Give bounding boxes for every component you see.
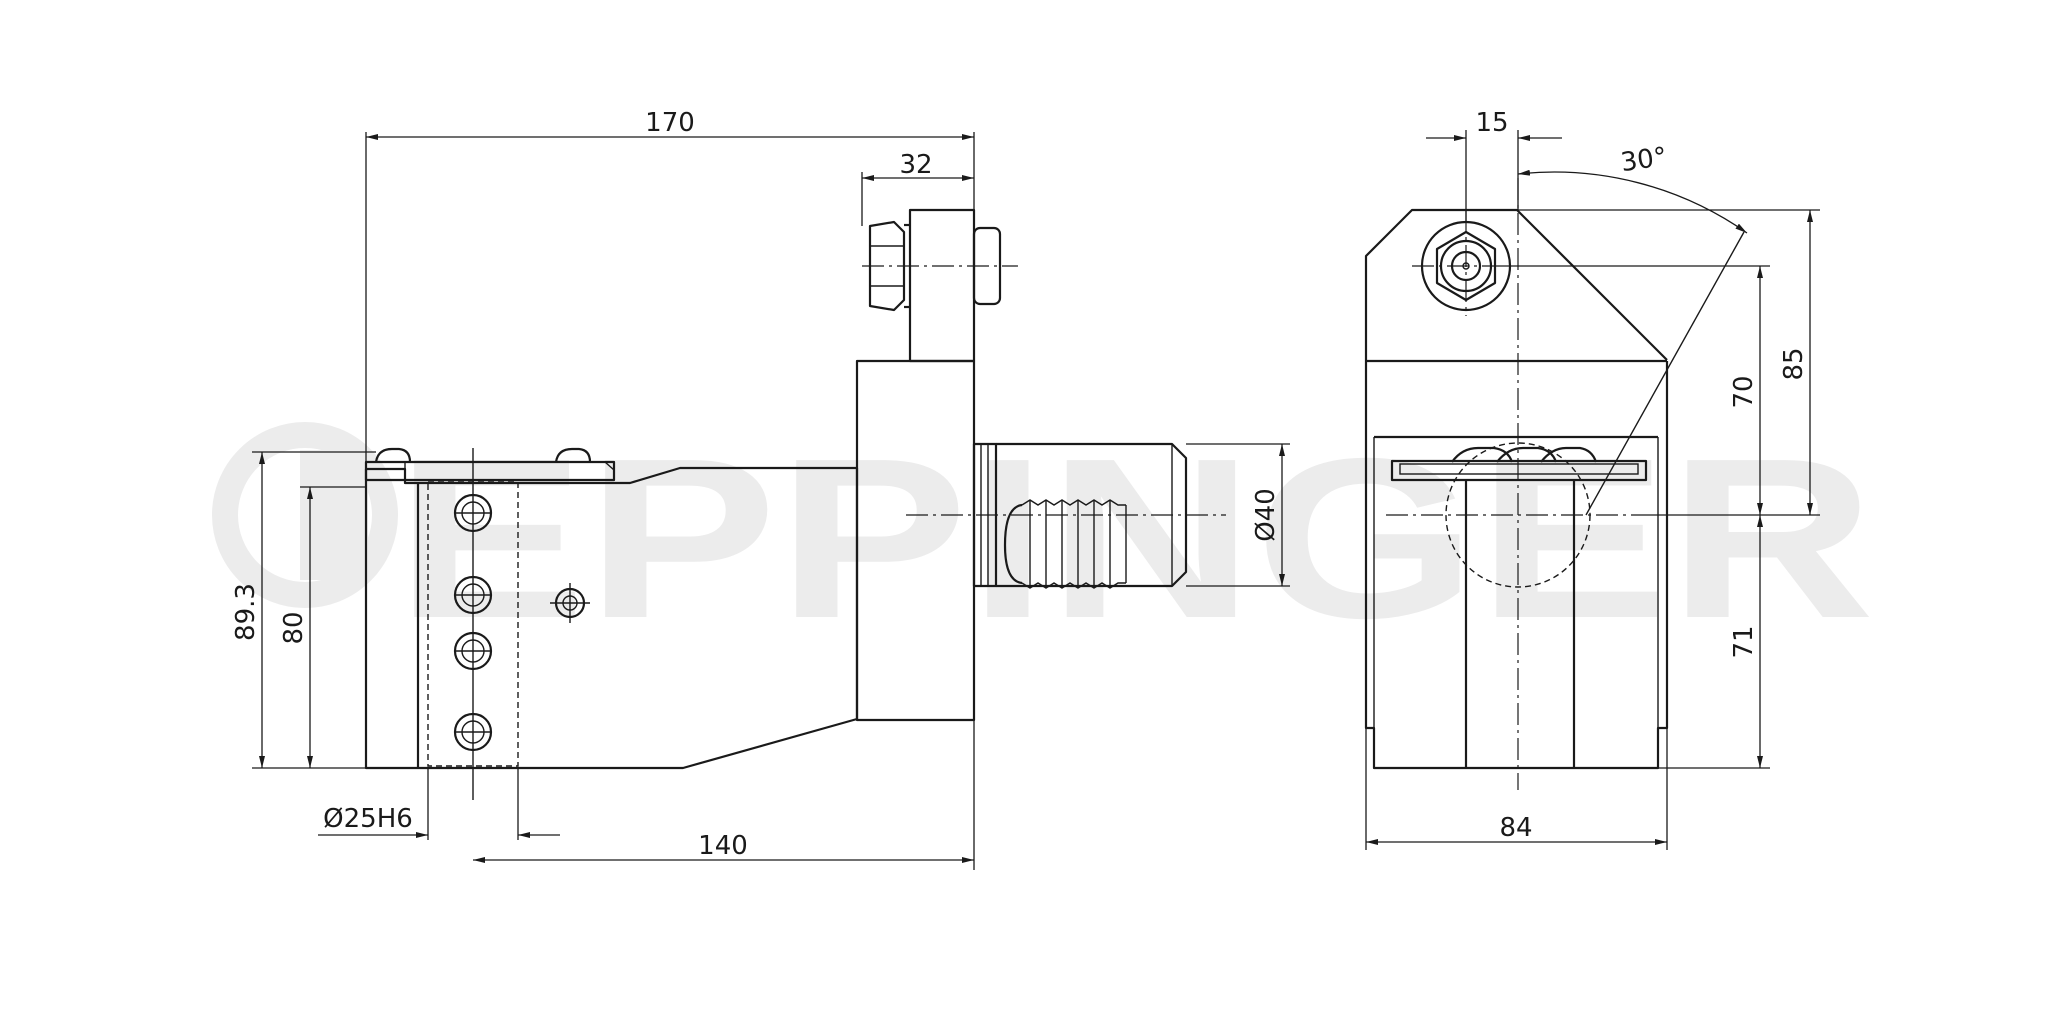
dim-flange-width: 32	[899, 150, 932, 180]
watermark: EPPINGER	[212, 412, 1875, 666]
dim-height-upper: 70	[1729, 375, 1759, 408]
hex-nut-icon	[868, 220, 910, 312]
clamp-screw-head	[1496, 446, 1558, 463]
front-view: 15 30° 85 70 71 84	[1364, 108, 1820, 850]
dim-offset: 15	[1475, 108, 1508, 138]
dim-angle: 30°	[1619, 142, 1669, 178]
dim-height-total: 89.3	[231, 583, 261, 641]
front-dimensions: 15 30° 85 70 71 84	[1365, 108, 1820, 850]
dim-height-center: 80	[279, 611, 309, 644]
screw-holes	[453, 448, 590, 800]
clamp-screw-head	[554, 447, 592, 463]
eppinger-logo-icon	[212, 422, 398, 608]
dim-shaft-diameter: Ø40	[1251, 488, 1281, 542]
front-head-outline	[1364, 208, 1668, 361]
dim-body-length: 140	[698, 831, 748, 861]
dim-bore-diameter: Ø25H6	[323, 804, 413, 834]
watermark-text: EPPINGER	[395, 412, 1875, 666]
clamp-screw-head	[1540, 446, 1598, 463]
dim-overall-length: 170	[645, 108, 695, 138]
front-clamp-plate	[1390, 459, 1648, 482]
angle-reference-line	[1585, 231, 1745, 516]
dim-height-lower: 71	[1729, 625, 1759, 658]
angle-arc	[1517, 169, 1748, 234]
side-view: 170 32 Ø40 89.3 80 Ø25H6 140	[231, 108, 1290, 870]
dim-width: 84	[1499, 813, 1532, 843]
clamp-screw-head	[1451, 446, 1514, 463]
flange-top-block	[908, 208, 976, 363]
clamp-screw-head	[374, 447, 412, 463]
dim-height-top: 85	[1779, 347, 1809, 380]
front-body-outline	[1364, 361, 1669, 770]
side-dimensions: 170 32 Ø40 89.3 80 Ø25H6 140	[231, 108, 1290, 870]
